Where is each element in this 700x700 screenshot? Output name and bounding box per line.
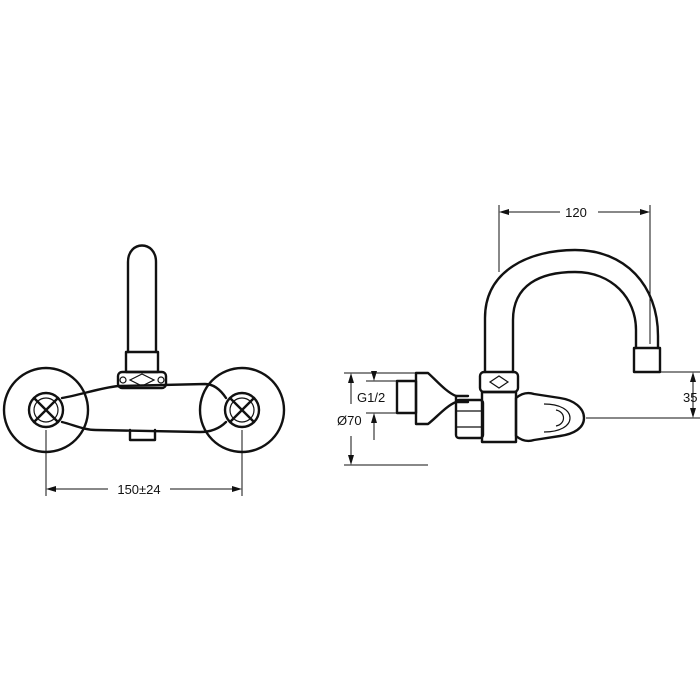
front-view: 150±24 — [2, 244, 286, 497]
side-union-nut — [454, 398, 485, 440]
side-spout — [483, 248, 660, 374]
mixer-body — [60, 382, 228, 434]
dimension-reach: 120 — [498, 205, 651, 344]
dimension-spacing: 150±24 — [45, 430, 243, 497]
dimension-height-label: 35 — [683, 390, 697, 405]
valve-body — [480, 390, 518, 444]
inlet-pipe — [454, 394, 470, 404]
side-handle — [514, 391, 586, 443]
side-view: 120 35 G1/2 Ø70 — [337, 205, 700, 466]
dimension-rosette: Ø70 — [337, 372, 428, 466]
spout-collar — [124, 350, 160, 374]
dimension-reach-label: 120 — [565, 205, 587, 220]
dimension-height: 35 — [586, 371, 700, 419]
spout-base-nut — [478, 370, 520, 394]
dimension-thread-label: G1/2 — [357, 390, 385, 405]
outlet-stub — [128, 428, 157, 442]
dimension-spacing-label: 150±24 — [117, 482, 160, 497]
spout-aerator — [632, 346, 662, 374]
inlet-thread — [395, 379, 418, 415]
dimension-rosette-label: Ø70 — [337, 413, 362, 428]
front-spout — [126, 244, 158, 354]
side-rosette — [414, 371, 458, 426]
